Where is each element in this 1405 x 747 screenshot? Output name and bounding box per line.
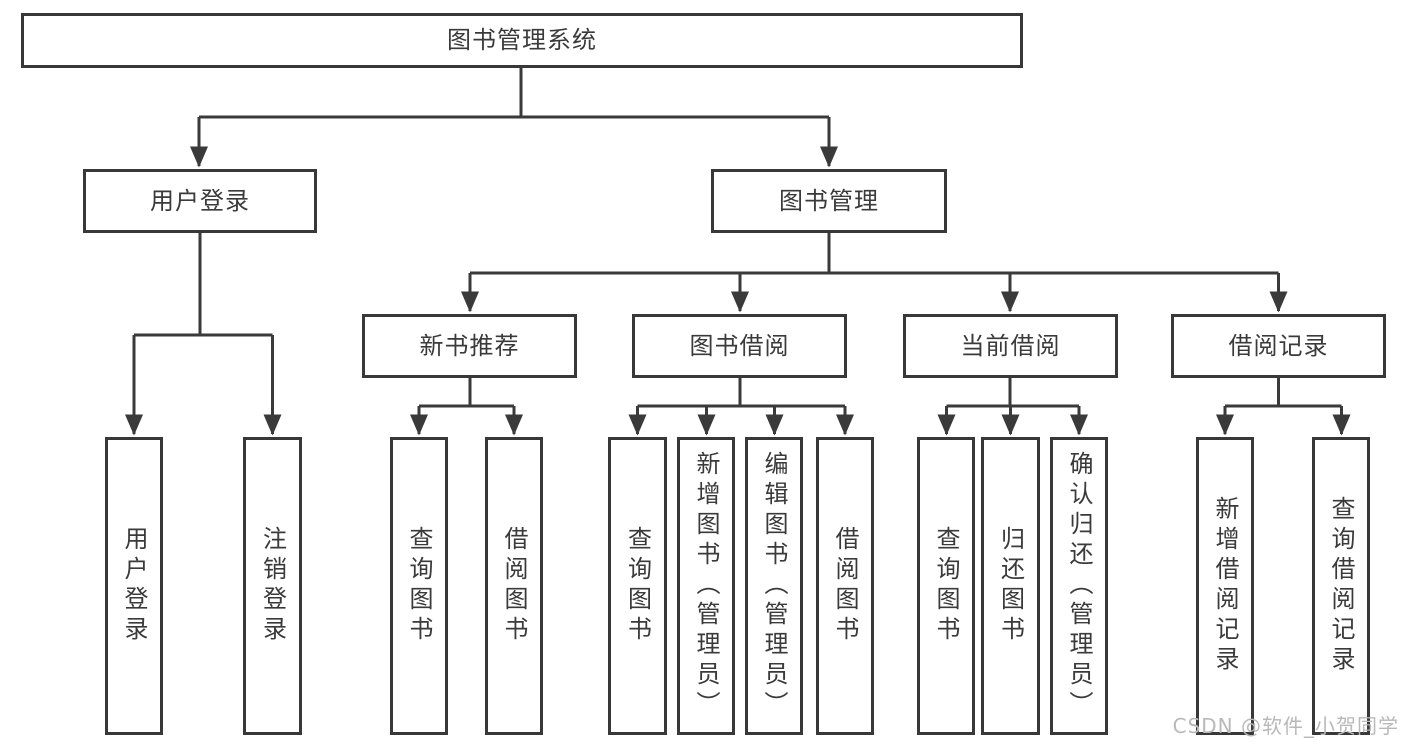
node-book-borrowing: 图书借阅 [632, 314, 847, 378]
leaf-query-books-current: 查询图书 [917, 437, 975, 735]
node-root-system: 图书管理系统 [21, 13, 1023, 68]
node-borrowing-records: 借阅记录 [1171, 314, 1386, 378]
leaf-user-login: 用户登录 [105, 437, 163, 735]
leaf-return-books: 归还图书 [981, 437, 1040, 735]
leaf-query-borrow-record: 查询借阅记录 [1312, 437, 1370, 735]
node-book-management: 图书管理 [711, 169, 947, 233]
leaf-query-books-borrow: 查询图书 [608, 437, 667, 735]
node-current-borrowing: 当前借阅 [903, 314, 1118, 378]
leaf-logout: 注销登录 [243, 437, 302, 735]
leaf-edit-books-admin: 编辑图书（管理员） [745, 437, 803, 735]
csdn-watermark: CSDN @软件_小贺同学 [1172, 714, 1399, 738]
leaf-borrow-books-recommend: 借阅图书 [485, 437, 543, 735]
leaf-borrow-books: 借阅图书 [816, 437, 874, 735]
node-user-login: 用户登录 [83, 169, 317, 233]
node-new-book-recommend: 新书推荐 [362, 314, 577, 378]
leaf-confirm-return-admin: 确认归还（管理员） [1050, 437, 1108, 735]
leaf-add-borrow-record: 新增借阅记录 [1196, 437, 1254, 735]
leaf-add-books-admin: 新增图书（管理员） [677, 437, 735, 735]
leaf-query-books-recommend: 查询图书 [390, 437, 448, 735]
